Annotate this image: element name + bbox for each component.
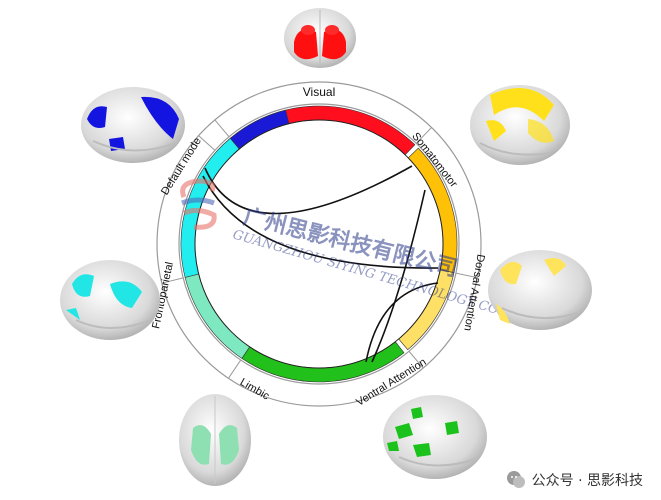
ring-divider — [408, 350, 424, 369]
brain-dorsal-attention — [488, 250, 592, 330]
connection-default-dorsal — [202, 175, 439, 269]
connection-somatomotor-ventral — [371, 189, 426, 363]
footer-attribution: 公众号 · 思影科技 — [506, 470, 643, 490]
brain-visual — [284, 8, 356, 68]
brain-frontoparietal — [60, 260, 160, 340]
wechat-icon — [506, 471, 525, 488]
ring-divider — [227, 359, 242, 379]
brain-default-mode — [81, 87, 185, 163]
brain-ventral-attention — [383, 395, 487, 479]
footer-text: 公众号 · 思影科技 — [531, 473, 643, 489]
label-limbic: Limbic — [238, 376, 272, 403]
connection-lines — [202, 165, 439, 363]
watermark-logo — [180, 178, 217, 230]
sector-ventral — [241, 341, 405, 383]
ring-divider — [415, 127, 432, 144]
ring-divider — [161, 277, 184, 284]
outer-label-ring — [156, 81, 482, 407]
brain-somatomotor — [470, 85, 570, 165]
sector-limbic — [184, 273, 251, 359]
ring-divider — [455, 272, 478, 279]
ring-divider — [198, 135, 216, 151]
label-visual: Visual — [303, 85, 335, 99]
brain-limbic — [179, 394, 251, 486]
ring-divider — [214, 119, 230, 138]
connection-dorsal-ventral — [365, 282, 439, 363]
connection-default-somatomotor — [204, 165, 413, 215]
